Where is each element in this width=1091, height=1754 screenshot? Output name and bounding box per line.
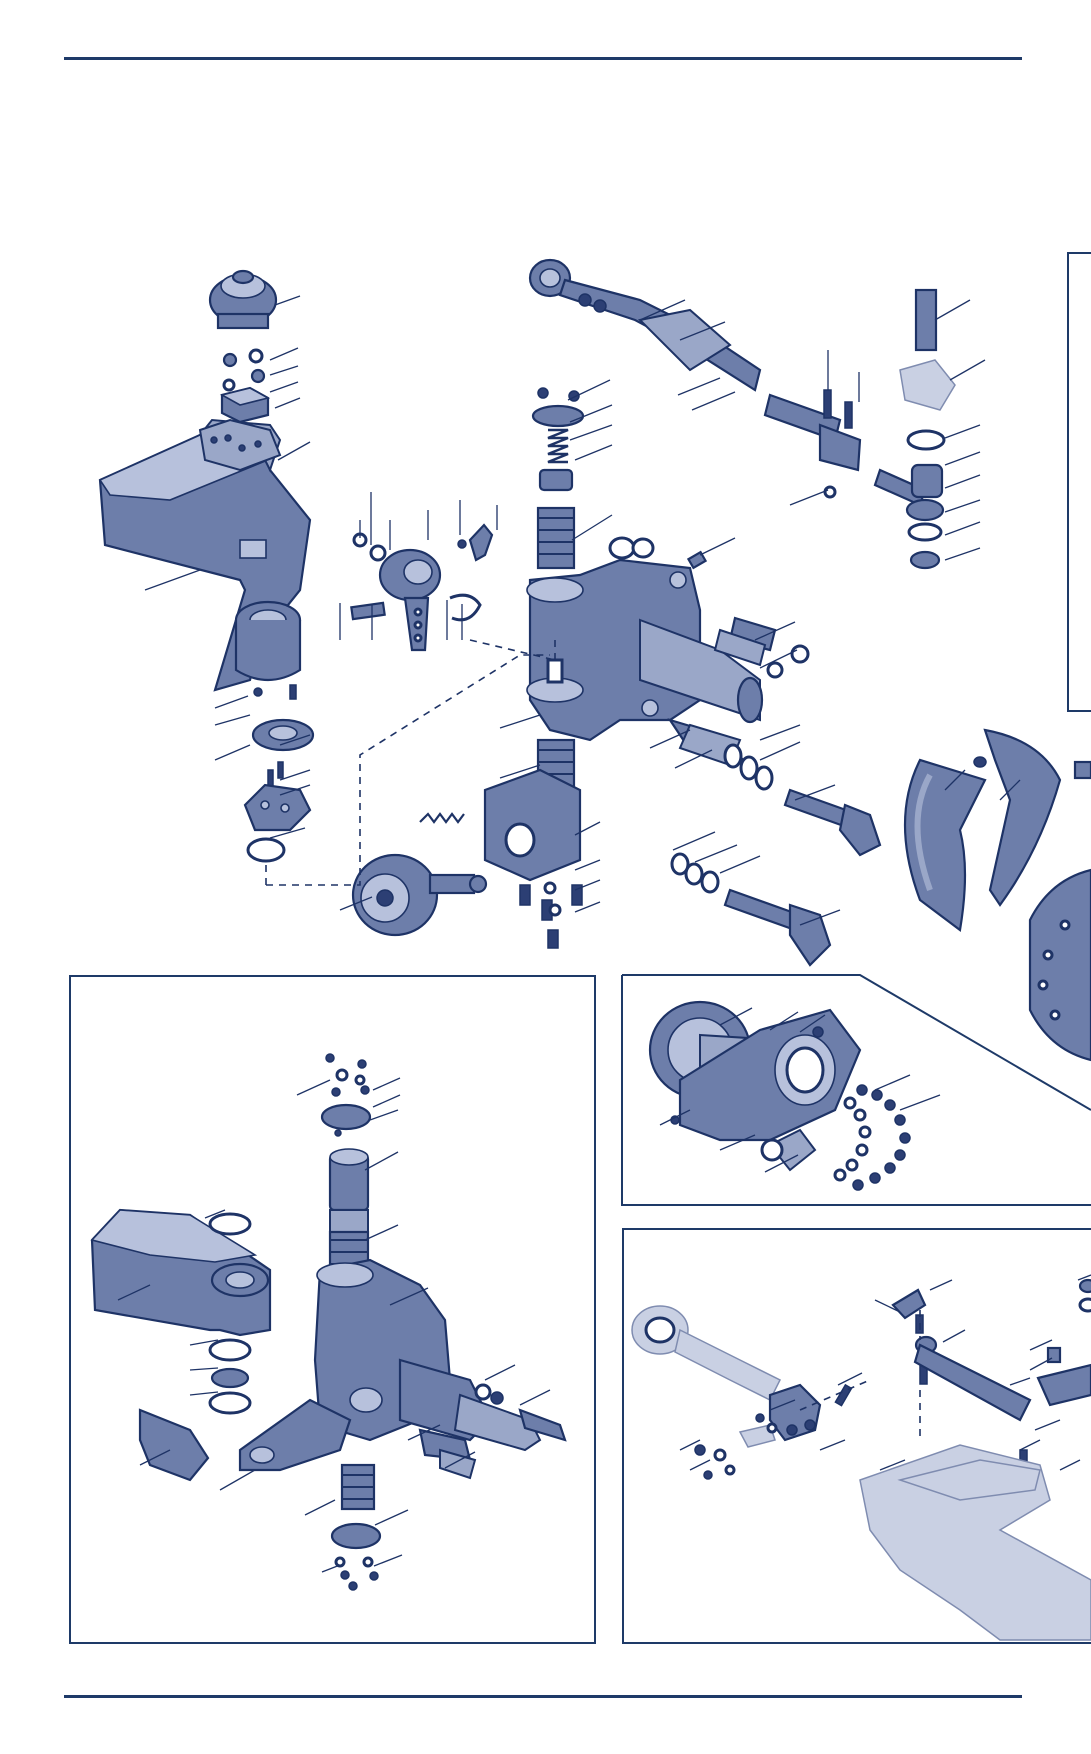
inset-right-panel	[1067, 252, 1091, 712]
steering-knuckle-main	[526, 558, 764, 742]
slack-adjuster	[350, 523, 494, 652]
inset-steering-knuckle	[238, 1258, 542, 1472]
inset-knuckle-bottom	[330, 1463, 382, 1591]
top-rule	[64, 57, 1022, 60]
leader-lines-main	[144, 295, 1021, 926]
brake-drum-partial	[1028, 868, 1091, 1062]
inset-hub-bolt-circle	[833, 1084, 911, 1191]
inset-hub-carrier	[648, 1000, 862, 1142]
camshaft-upper	[783, 788, 882, 857]
inset-tie-rod-panel	[622, 1228, 1091, 1644]
king-pin-lower-parts	[483, 738, 583, 949]
inset-knuckle-top-bolts	[320, 1053, 372, 1137]
brake-chamber-right-edge	[1073, 760, 1091, 780]
inset-hub-leaders	[659, 1007, 941, 1173]
clamp-plate	[198, 418, 282, 472]
knuckle-bushing-left	[608, 536, 708, 570]
inset-tie-rod-ghost	[631, 1305, 782, 1402]
inset-steering-lever-part	[138, 1408, 210, 1482]
inset-right-partial-parts	[1077, 1274, 1091, 1313]
inset-shims	[208, 1212, 252, 1415]
inset-hub-carrier-frame	[621, 974, 1091, 1206]
inset-steering-knuckle-panel	[69, 975, 596, 1644]
inset-tie-rod-dashed	[799, 1310, 921, 1440]
nuts-washers-top	[222, 348, 266, 392]
camshaft-lower	[670, 852, 832, 967]
inset-hub-bushing	[760, 1128, 817, 1172]
spacer-block	[219, 386, 271, 424]
inset-tie-rod-small-parts	[694, 1413, 778, 1480]
king-pin-top-right	[899, 288, 956, 570]
inset-knuckle-bushings-right	[418, 1383, 567, 1480]
inset-tie-rod-clamp	[768, 1359, 928, 1442]
inset-tie-rod-leaders	[679, 1279, 1081, 1471]
air-brake-chamber-lower	[351, 853, 488, 937]
axle-bottom-parts	[243, 684, 315, 863]
inset-axle-beam	[90, 1208, 272, 1337]
brake-chamber-top	[208, 269, 278, 330]
tie-rod-main	[528, 258, 927, 507]
inset-tie-rod-right-arm	[891, 1288, 1091, 1473]
assembly-dashed-lines	[265, 639, 556, 886]
return-spring	[419, 812, 465, 824]
inset-knuckle-leaders	[117, 1077, 551, 1573]
bottom-rule	[64, 1695, 1022, 1698]
knuckle-top-parts	[531, 387, 585, 570]
inset-tie-rod-ghost-bracket	[859, 1444, 1091, 1641]
inset-king-pin	[328, 1148, 370, 1274]
brake-backing-plate	[903, 728, 1062, 932]
